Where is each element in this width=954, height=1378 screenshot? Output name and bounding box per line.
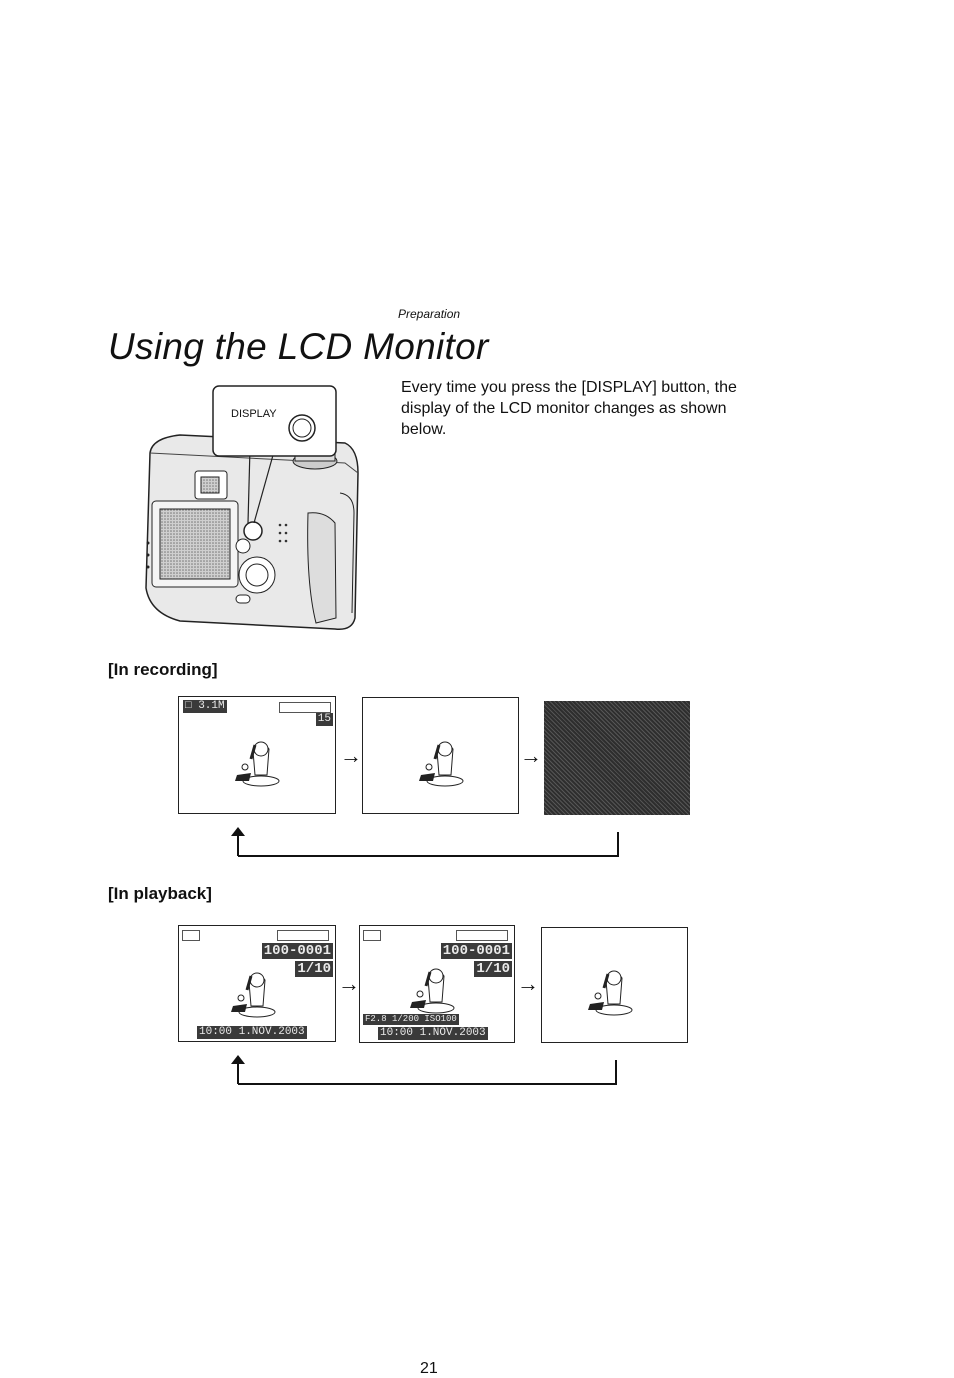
osd-date: 10:00 1.NOV.2003	[197, 1026, 307, 1039]
recording-screen-off	[544, 701, 690, 815]
dog-subject-icon	[410, 968, 455, 1014]
playback-mode-icon	[363, 930, 381, 941]
playback-screen-no-osd	[541, 927, 688, 1043]
page-title: Using the LCD Monitor	[108, 326, 489, 367]
osd-battery-icon	[277, 930, 329, 941]
arrow-right-icon: →	[517, 971, 539, 996]
display-button-label: DISPLAY	[231, 408, 277, 420]
arrow-right-icon: →	[338, 971, 360, 996]
playback-screen-detail-osd: 100-0001 1/10 F2.8 1/200 ISO100 10:00 1.…	[359, 925, 515, 1043]
osd-battery-icon	[456, 930, 508, 941]
recording-screen-no-osd	[362, 697, 519, 814]
playback-mode-icon	[182, 930, 200, 941]
osd-file-number: 100-0001	[440, 943, 512, 959]
playback-screen-basic-osd: 100-0001 1/10 10:00 1.NOV.2003	[178, 925, 336, 1042]
osd-battery-icon	[279, 702, 331, 713]
osd-file-number: 100-0001	[261, 943, 333, 959]
osd-index: 1/10	[474, 961, 512, 977]
dog-subject-icon	[231, 972, 276, 1018]
recording-heading: [In recording]	[108, 660, 218, 679]
osd-date: 10:00 1.NOV.2003	[378, 1027, 488, 1040]
cycle-return-arrow-icon	[231, 1055, 617, 1085]
osd-index: 1/10	[295, 961, 333, 977]
playback-heading: [In playback]	[108, 884, 212, 903]
camera-illustration	[145, 385, 359, 631]
page-number: 21	[420, 1360, 438, 1377]
osd-mode: □ 3.1M	[183, 700, 227, 713]
dog-subject-icon	[235, 741, 280, 787]
arrow-right-icon: →	[520, 743, 542, 768]
section-label: Preparation	[398, 307, 461, 321]
osd-count: 15	[315, 713, 333, 726]
osd-exposure-info: F2.8 1/200 ISO100	[363, 1014, 459, 1025]
intro-text: Every time you press the [DISPLAY] butto…	[401, 379, 737, 438]
dog-subject-icon	[588, 970, 633, 1016]
recording-screen-full-osd: □ 3.1M 15	[178, 696, 336, 814]
cycle-return-arrow-icon	[231, 827, 619, 857]
dog-subject-icon	[419, 741, 464, 787]
arrow-right-icon: →	[340, 743, 362, 768]
